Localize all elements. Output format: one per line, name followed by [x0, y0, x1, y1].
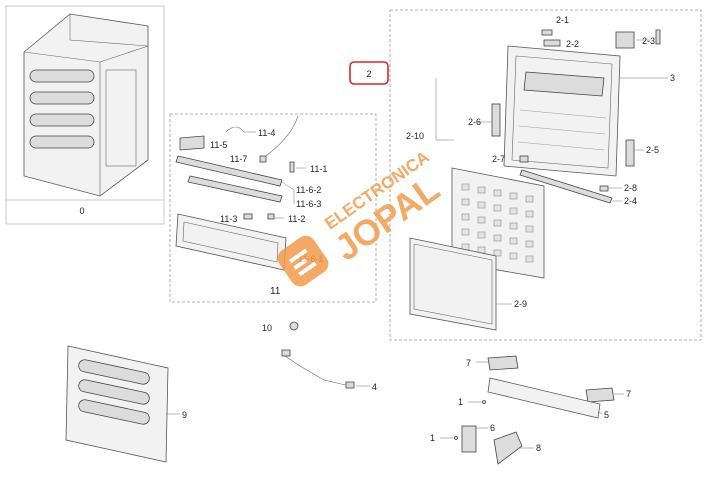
label-2-1: 2-1: [556, 15, 569, 25]
label-3: 3: [670, 73, 675, 83]
label-11-5: 11-5: [210, 140, 227, 150]
insulation-hole: [461, 183, 470, 191]
insulation-hole: [461, 213, 470, 221]
insulation-hole: [477, 186, 486, 194]
label-2-3: 2-3: [642, 36, 655, 46]
insulation-hole: [477, 231, 486, 239]
insulation-hole: [461, 228, 470, 236]
label-2-10: 2-10: [406, 131, 424, 141]
insulation-holes: [461, 183, 534, 263]
label-2-6: 2-6: [468, 117, 481, 127]
label-1-upper: 1: [458, 397, 463, 407]
label-1-lower: 1: [430, 433, 435, 443]
label-4: 4: [372, 382, 377, 392]
insulation-hole: [493, 234, 502, 242]
highlight-box-2: [349, 61, 389, 85]
label-7-top: 7: [466, 358, 471, 368]
label-11: 11: [270, 286, 281, 297]
label-11-6-3: 11-6-3: [296, 199, 321, 209]
label-11-1: 11-1: [310, 164, 327, 174]
insulation-hole: [493, 249, 502, 257]
label-11-6-2: 11-6-2: [296, 185, 321, 195]
insulation-hole: [493, 189, 502, 197]
insulation-hole: [525, 255, 534, 263]
label-2: 2: [366, 69, 371, 79]
label-2-9: 2-9: [514, 299, 527, 309]
part-9-side-panel: 9: [65, 345, 187, 463]
insulation-hole: [493, 219, 502, 227]
part-0-dishwasher-assembly: 0: [5, 5, 165, 225]
insulation-hole: [509, 222, 518, 230]
insulation-hole: [509, 207, 518, 215]
insulation-hole: [509, 192, 518, 200]
control-group-boundary: [169, 113, 377, 303]
insulation-hole: [509, 237, 518, 245]
label-9: 9: [182, 410, 187, 420]
insulation-hole: [493, 204, 502, 212]
part-2-9-inner-panel: [409, 237, 497, 331]
door-assembly-group: 2 3 2-1 2-2 2-3 2-10 2-6 2-5 2-7: [349, 9, 702, 341]
label-11-3: 11-3: [220, 214, 237, 224]
label-5: 5: [604, 410, 609, 420]
insulation-hole: [461, 198, 470, 206]
insulation-hole: [525, 240, 534, 248]
label-10: 10: [262, 323, 272, 333]
label-11-7: 11-7: [230, 154, 247, 164]
insulation-hole: [525, 225, 534, 233]
control-panel-group: 11-5 11-4 11-7 11-1 11-6-2 11-6-3 11-3 1…: [169, 113, 377, 303]
label-7-right: 7: [626, 389, 631, 399]
label-6: 6: [490, 423, 495, 433]
insulation-hole: [477, 201, 486, 209]
label-0: 0: [79, 206, 84, 216]
label-8: 8: [536, 443, 541, 453]
label-2-7: 2-7: [492, 154, 505, 164]
door-group-boundary: [389, 9, 702, 341]
label-2-4: 2-4: [624, 196, 637, 206]
part-6-bracket: [461, 425, 477, 453]
part-5-rail: [487, 377, 601, 419]
label-2-2: 2-2: [566, 39, 579, 49]
insulation-hole: [509, 252, 518, 260]
part-0-frame: [5, 5, 165, 225]
insulation-hole: [525, 195, 534, 203]
label-11-2: 11-2: [288, 214, 305, 224]
part-8-hinge: [493, 431, 523, 465]
label-11-4: 11-4: [258, 128, 275, 138]
label-2-8: 2-8: [624, 183, 637, 193]
insulation-hole: [525, 210, 534, 218]
insulation-hole: [477, 216, 486, 224]
label-2-5: 2-5: [646, 145, 659, 155]
hinge-bracket-parts: 7 7 5 1 6 1 8: [430, 355, 631, 465]
part-10-and-4: 10 4: [262, 321, 377, 392]
